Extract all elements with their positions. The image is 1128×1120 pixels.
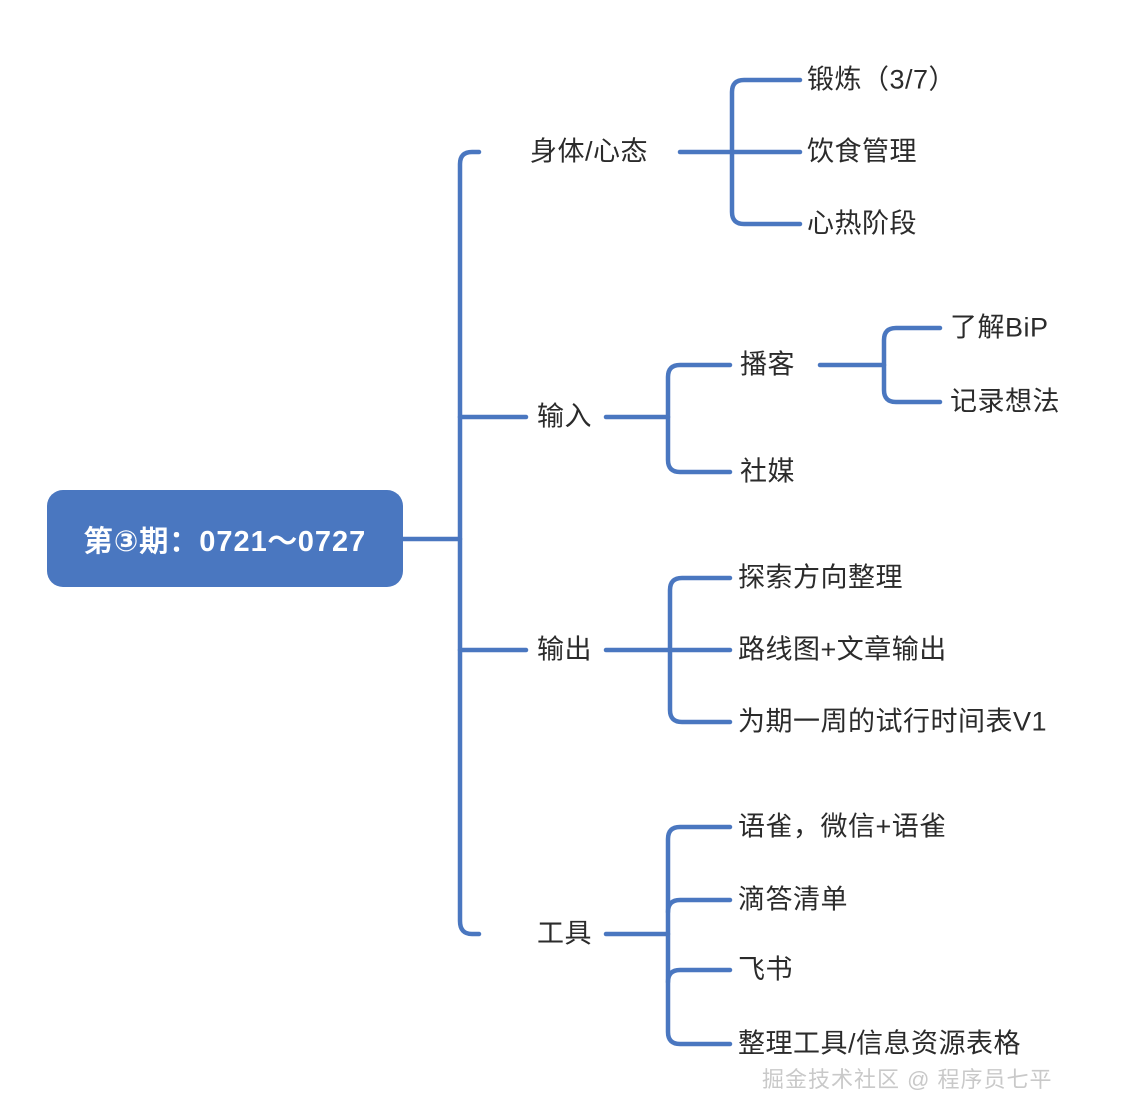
node-yuque-wechat[interactable]: 语雀，微信+语雀 [738, 811, 947, 842]
link-main-spine [457, 149, 482, 937]
watermark-text: 掘金技术社区 @ 程序员七平 [762, 1067, 1053, 1092]
node-roadmap-article[interactable]: 路线图+文章输出 [738, 634, 947, 665]
node-explore-direction[interactable]: 探索方向整理 [738, 562, 903, 593]
link-b4-c3 [665, 967, 733, 985]
node-exercise[interactable]: 锻炼（3/7） [807, 64, 957, 95]
node-output[interactable]: 输出 [537, 634, 592, 665]
node-podcast[interactable]: 播客 [740, 349, 795, 380]
node-weekly-trial-schedule[interactable]: 为期一周的试行时间表V1 [738, 706, 1048, 737]
node-heart-stage[interactable]: 心热阶段 [807, 208, 917, 239]
link-b3-sub-spine [667, 575, 733, 725]
root-node-label: 第③期：0721～0727 [83, 525, 367, 558]
link-b1-sub-spine [729, 77, 803, 227]
node-organize-tools-resources[interactable]: 整理工具/信息资源表格 [738, 1028, 1022, 1059]
link-b2c1-sub-spine [881, 325, 943, 405]
node-record-ideas[interactable]: 记录想法 [950, 386, 1060, 417]
node-body-mindset[interactable]: 身体/心态 [530, 136, 649, 167]
link-b4-c2 [665, 897, 733, 915]
node-learn-bip[interactable]: 了解BiP [950, 312, 1049, 343]
node-social-media[interactable]: 社媒 [740, 456, 795, 487]
node-dida-todo[interactable]: 滴答清单 [738, 884, 848, 915]
node-diet-management[interactable]: 饮食管理 [807, 136, 917, 167]
node-input[interactable]: 输入 [537, 401, 592, 432]
root-node[interactable]: 第③期：0721～0727 [47, 490, 403, 587]
node-feishu[interactable]: 飞书 [738, 954, 793, 985]
link-b2-sub-spine [665, 362, 733, 475]
node-tools[interactable]: 工具 [537, 918, 592, 949]
link-b4-sub-spine [665, 824, 733, 1047]
